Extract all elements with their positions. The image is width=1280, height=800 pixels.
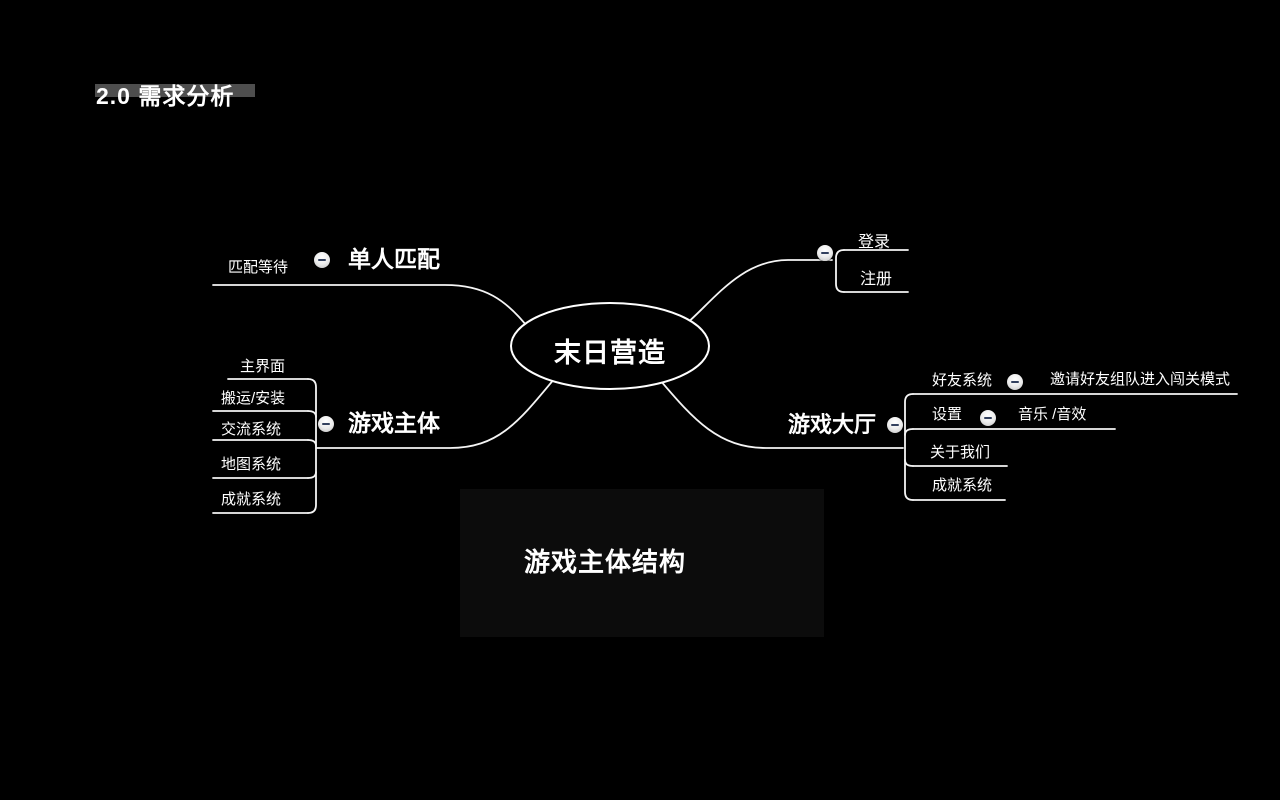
caption-panel (460, 489, 824, 637)
node-friends[interactable]: 好友系统 (932, 372, 993, 389)
bracket-auth (835, 249, 845, 293)
node-game-hall[interactable]: 游戏大厅 (788, 412, 877, 437)
node-game-body[interactable]: 游戏主体 (348, 410, 440, 436)
minus-icon (322, 422, 330, 426)
bracket-game-hall (904, 393, 914, 501)
node-settings[interactable]: 设置 (932, 406, 963, 423)
minus-icon (318, 258, 326, 262)
node-chengjiu-right[interactable]: 成就系统 (932, 477, 993, 494)
page-title: 2.0 需求分析 (96, 83, 235, 109)
bracket-stub-about (904, 459, 914, 467)
branch-line-auth (684, 259, 833, 326)
node-single-match[interactable]: 单人匹配 (348, 246, 440, 272)
branch-line-single-match (212, 284, 531, 331)
collapse-icon-game-hall[interactable] (887, 417, 903, 433)
minus-icon (891, 423, 899, 427)
bracket-stub-settings (904, 428, 914, 436)
minus-icon (984, 416, 992, 420)
collapse-icon-friends[interactable] (1007, 374, 1023, 390)
diagram-caption: 游戏主体结构 (524, 547, 687, 577)
branch-line-game-hall (659, 379, 904, 449)
minus-icon (1011, 380, 1019, 384)
branch-line-game-body (315, 377, 556, 449)
node-root[interactable]: 末日营造 (554, 338, 666, 368)
node-match-wait[interactable]: 匹配等待 (228, 259, 289, 276)
node-jiaoliu-xitong[interactable]: 交流系统 (221, 421, 282, 438)
bracket-game-body (307, 378, 317, 514)
title-highlight-band (95, 84, 255, 97)
collapse-icon-game-body[interactable] (318, 416, 334, 432)
collapse-icon-settings[interactable] (980, 410, 996, 426)
minus-icon (821, 251, 829, 255)
collapse-icon-auth[interactable] (817, 245, 833, 261)
root-node-ellipse[interactable] (510, 302, 710, 390)
node-about-us[interactable]: 关于我们 (930, 444, 991, 461)
node-register[interactable]: 注册 (860, 271, 893, 288)
node-chengjiu-left[interactable]: 成就系统 (221, 491, 282, 508)
node-banyun-anzhuang[interactable]: 搬运/安装 (221, 390, 286, 407)
collapse-icon-single-match[interactable] (314, 252, 330, 268)
node-login[interactable]: 登录 (858, 234, 891, 251)
bracket-stub-ditu (307, 471, 317, 479)
node-main-ui[interactable]: 主界面 (240, 358, 286, 375)
node-music-sound[interactable]: 音乐 /音效 (1018, 406, 1087, 423)
node-friends-invite[interactable]: 邀请好友组队进入闯关模式 (1050, 371, 1231, 388)
bracket-stub-jiaoliu (307, 439, 317, 447)
node-ditu-xitong[interactable]: 地图系统 (221, 456, 282, 473)
bracket-stub-banyun (307, 410, 317, 418)
